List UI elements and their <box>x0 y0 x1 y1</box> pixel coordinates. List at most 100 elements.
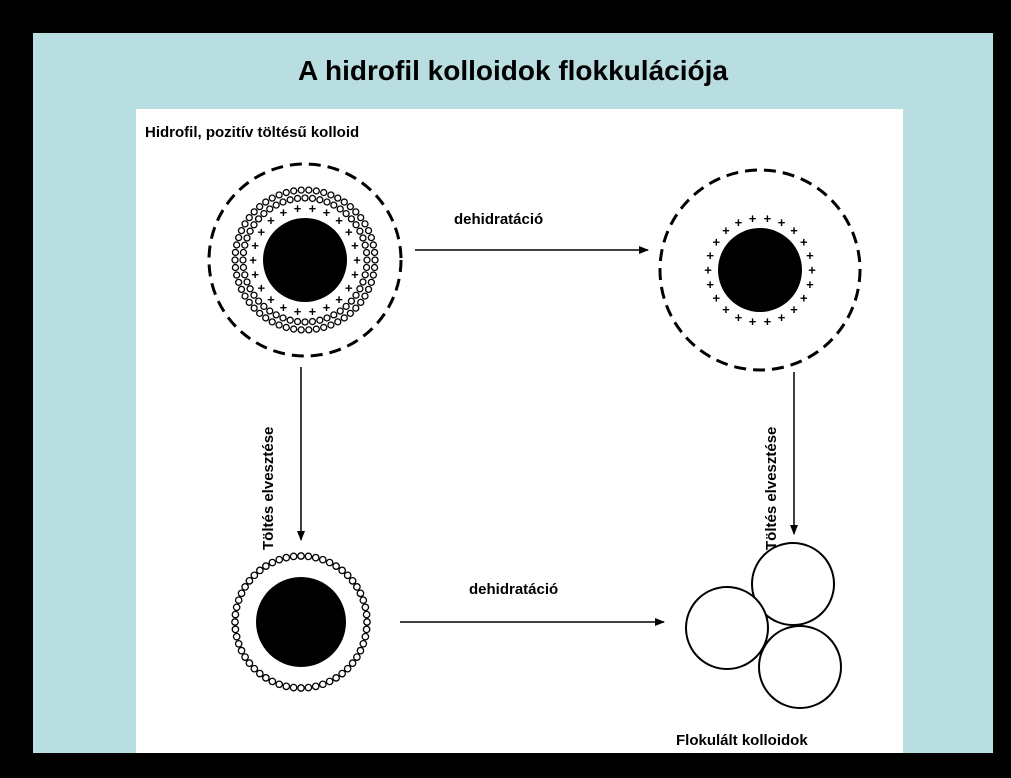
water-bead <box>263 675 269 681</box>
water-bead <box>257 567 263 573</box>
water-bead <box>313 326 319 332</box>
water-bead <box>358 215 364 221</box>
water-bead <box>306 327 312 333</box>
water-bead <box>344 665 350 671</box>
water-bead <box>247 228 253 234</box>
water-bead <box>333 563 339 569</box>
water-bead <box>349 578 355 584</box>
water-bead <box>363 626 369 632</box>
water-bead <box>291 188 297 194</box>
water-bead <box>276 322 282 328</box>
water-bead <box>295 319 301 325</box>
label-charge-loss-right: Töltés elvesztése <box>763 427 780 550</box>
water-bead <box>232 619 238 625</box>
water-bead <box>261 211 267 217</box>
plus-sign: + <box>749 314 757 329</box>
flocculated-colloids <box>686 543 841 708</box>
plus-sign: + <box>249 253 257 268</box>
water-bead <box>232 626 238 632</box>
water-bead <box>357 647 363 653</box>
water-bead <box>313 188 319 194</box>
water-bead <box>263 315 269 321</box>
water-bead <box>357 286 363 292</box>
water-bead <box>337 206 343 212</box>
plus-sign: + <box>706 248 714 263</box>
water-bead <box>362 221 368 227</box>
water-bead <box>362 293 368 299</box>
plus-sign: + <box>749 211 757 226</box>
plus-sign: + <box>251 238 259 253</box>
water-bead <box>232 249 238 255</box>
plus-sign: + <box>323 300 331 315</box>
water-bead <box>370 242 376 248</box>
label-dehydration-top: dehidratáció <box>454 211 543 228</box>
plus-sign: + <box>778 215 786 230</box>
water-bead <box>337 308 343 314</box>
water-bead <box>317 197 323 203</box>
water-bead <box>246 215 252 221</box>
water-bead <box>335 319 341 325</box>
water-bead <box>353 222 359 228</box>
water-bead <box>331 312 337 318</box>
water-bead <box>257 204 263 210</box>
plus-sign: + <box>351 238 359 253</box>
water-bead <box>240 264 246 270</box>
plus-sign: + <box>353 253 361 268</box>
water-bead <box>306 187 312 193</box>
plus-sign: + <box>712 234 720 249</box>
water-bead <box>246 578 252 584</box>
water-bead <box>276 192 282 198</box>
water-bead <box>328 322 334 328</box>
label-charge-loss-left: Töltés elvesztése <box>260 427 277 550</box>
water-bead <box>357 228 363 234</box>
water-bead <box>283 683 289 689</box>
water-bead <box>312 683 318 689</box>
water-bead <box>362 242 368 248</box>
flocculated-particle <box>686 587 768 669</box>
plus-sign: + <box>280 205 288 220</box>
water-bead <box>317 317 323 323</box>
water-bead <box>283 554 289 560</box>
water-bead <box>236 279 242 285</box>
water-bead <box>251 292 257 298</box>
water-bead <box>372 265 378 271</box>
plus-sign: + <box>257 281 265 296</box>
water-bead <box>232 611 238 617</box>
plus-sign: + <box>808 263 816 278</box>
plus-sign: + <box>712 291 720 306</box>
water-bead <box>353 292 359 298</box>
water-bead <box>321 190 327 196</box>
label-dehydration-bottom: dehidratáció <box>469 581 558 598</box>
water-bead <box>242 654 248 660</box>
water-bead <box>251 572 257 578</box>
plus-sign: + <box>257 224 265 239</box>
water-bead <box>362 633 368 639</box>
water-bead <box>298 553 304 559</box>
water-bead <box>236 597 242 603</box>
flocculated-particle <box>759 626 841 708</box>
water-bead <box>372 257 378 263</box>
plus-sign: + <box>294 304 302 319</box>
water-bead <box>263 563 269 569</box>
colloid-core <box>263 218 347 302</box>
water-bead <box>287 317 293 323</box>
water-bead <box>240 250 246 256</box>
water-bead <box>366 228 372 234</box>
plus-sign: + <box>345 281 353 296</box>
water-bead <box>298 327 304 333</box>
plus-sign: + <box>706 277 714 292</box>
water-bead <box>326 559 332 565</box>
water-bead <box>347 204 353 210</box>
water-bead <box>362 272 368 278</box>
water-bead <box>234 242 240 248</box>
plus-sign: + <box>722 302 730 317</box>
water-bead <box>348 298 354 304</box>
plus-sign: + <box>309 201 317 216</box>
water-bead <box>283 324 289 330</box>
water-bead <box>280 315 286 321</box>
plus-sign: + <box>735 215 743 230</box>
water-bead <box>263 199 269 205</box>
water-bead <box>320 557 326 563</box>
water-bead <box>360 235 366 241</box>
